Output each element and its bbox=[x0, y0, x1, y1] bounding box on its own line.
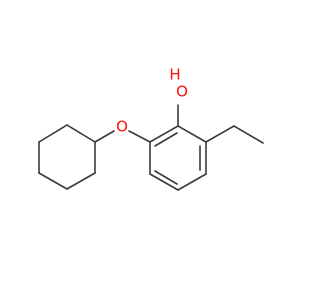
bond-cy5-cy6 bbox=[66, 172, 96, 190]
cyclohexyl-ring bbox=[38, 124, 96, 190]
molecule-diagram: H O O bbox=[38, 66, 264, 191]
bond-c1-c2 bbox=[149, 125, 179, 143]
molecule-canvas: H O O bbox=[38, 65, 264, 191]
bond-cy1-ether-o bbox=[94, 130, 115, 143]
bond-c3-c4 bbox=[149, 173, 179, 191]
hydroxyl-h-label: H bbox=[169, 66, 180, 84]
bond-ethyl-ch2-ch3 bbox=[233, 125, 264, 144]
hydroxyl-o-label: O bbox=[176, 83, 188, 101]
bond-cy2-cy3 bbox=[38, 124, 68, 143]
bond-c6-c1 bbox=[177, 125, 207, 143]
double-bond-c3-c4 bbox=[154, 170, 178, 185]
ether-o-label: O bbox=[116, 118, 128, 136]
bond-cy1-cy2 bbox=[66, 124, 96, 143]
bond-c6-ethyl-ch2 bbox=[205, 125, 235, 143]
double-bond-c1-c2 bbox=[154, 132, 178, 147]
benzene-ring bbox=[149, 125, 207, 191]
bond-ether-o-c2 bbox=[128, 130, 151, 143]
bond-c4-c5 bbox=[177, 173, 207, 191]
bond-cy4-cy5 bbox=[38, 172, 68, 190]
